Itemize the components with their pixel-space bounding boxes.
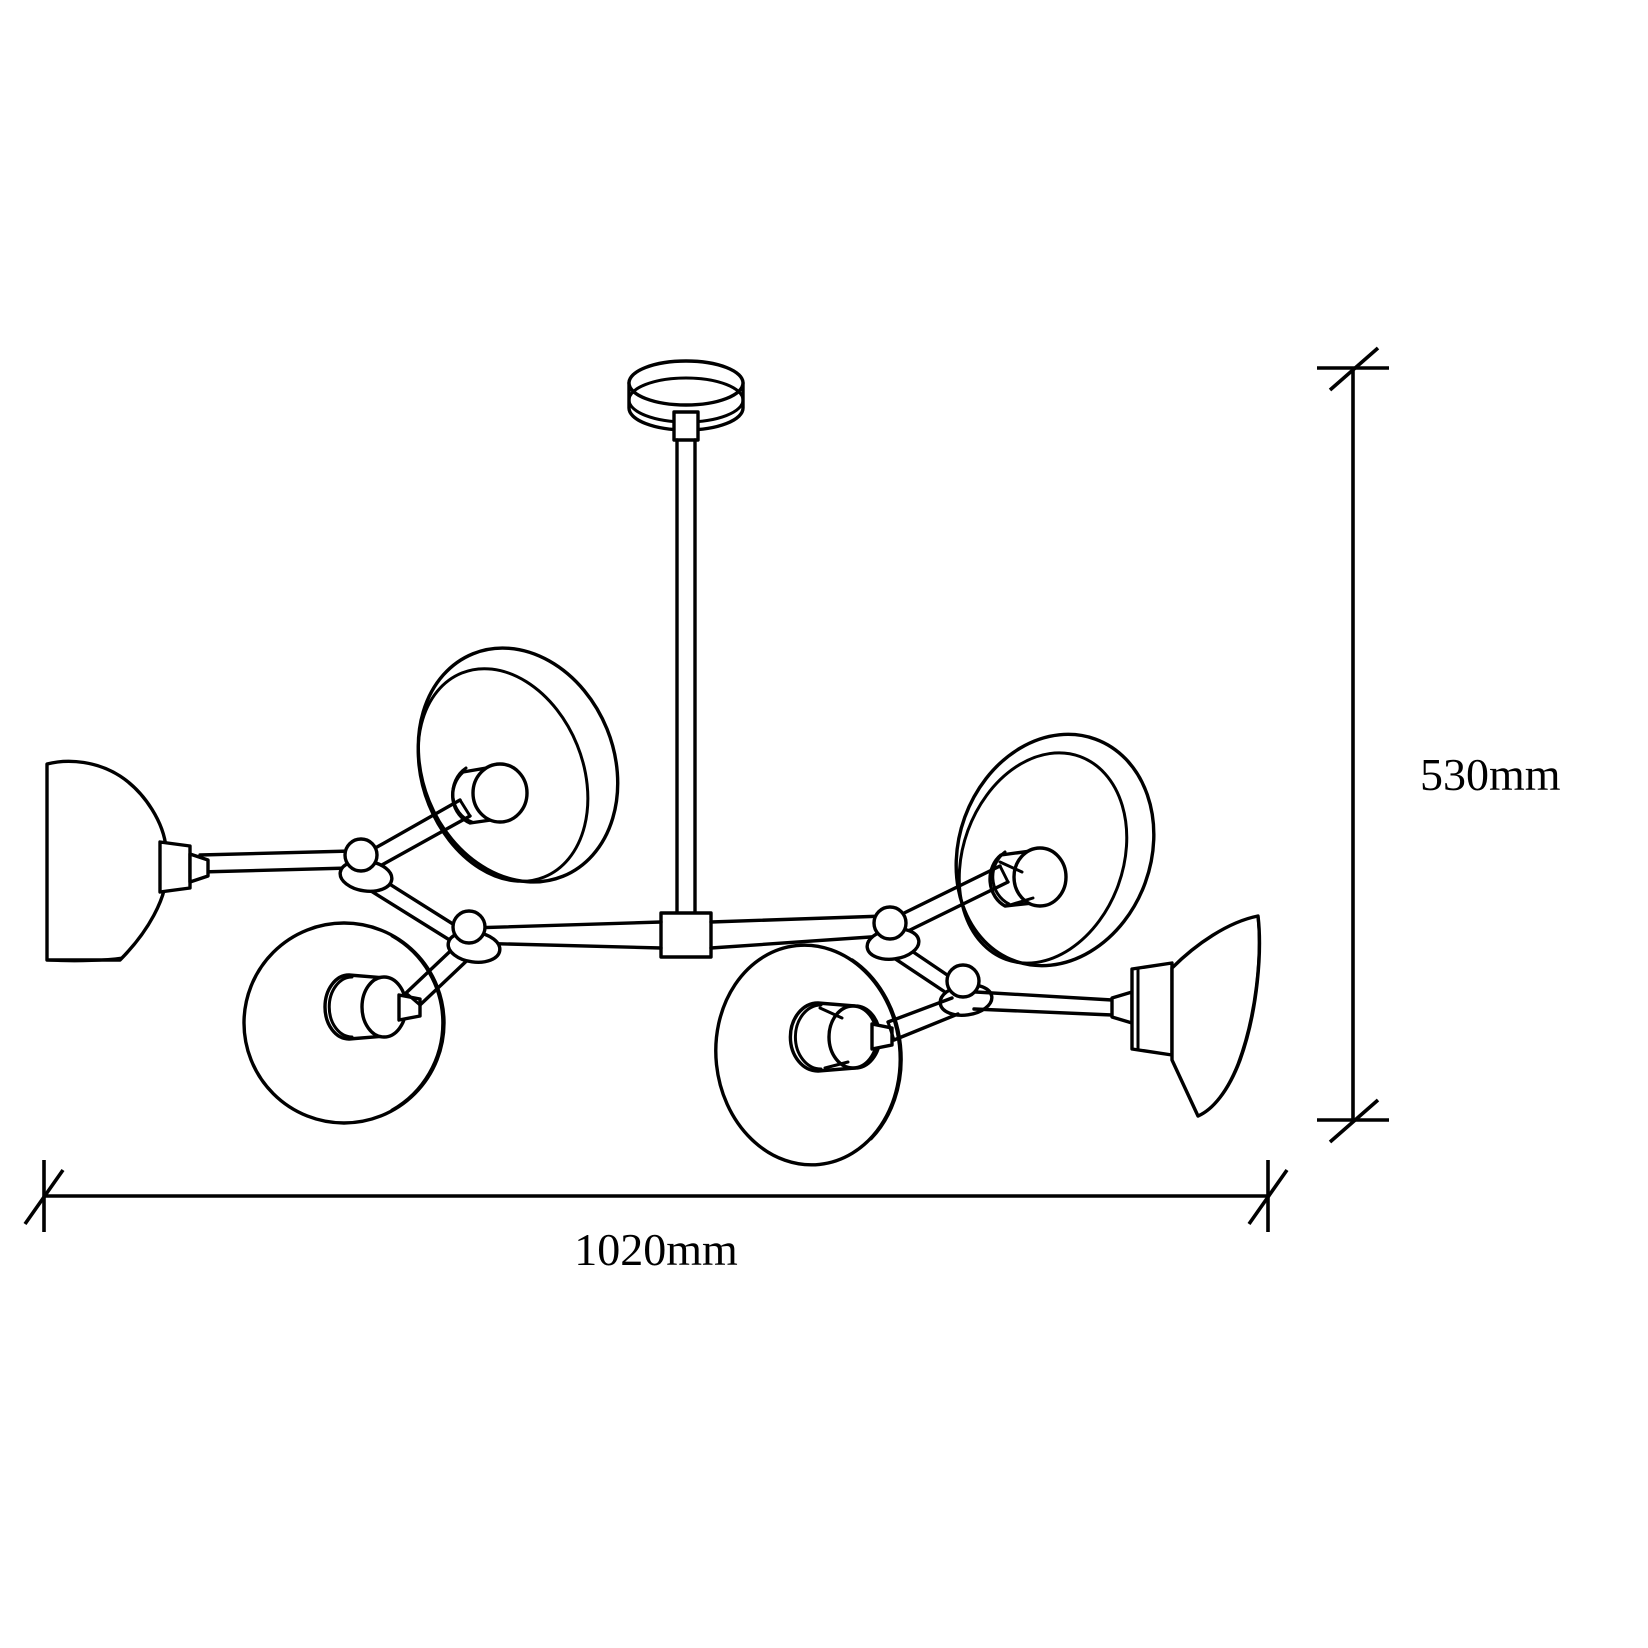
shade-lower-left: [242, 921, 446, 1125]
ceiling-canopy: [627, 359, 745, 432]
dimension-height: 530mm: [1317, 346, 1561, 1144]
arm-upper-right: [896, 864, 1010, 934]
shade-upper-left: [416, 646, 620, 884]
arm-lower-right: [886, 996, 960, 1042]
dimension-width-label: 1020mm: [574, 1224, 738, 1275]
dimension-width: 1020mm: [23, 1160, 1289, 1275]
center-junction-block: [659, 911, 713, 959]
shade-lower-right: [714, 943, 903, 1167]
joint-right-upper: [865, 905, 921, 961]
shade-far-left: [45, 759, 210, 963]
dimension-height-label: 530mm: [1420, 749, 1561, 800]
drop-rod: [675, 438, 697, 915]
shade-far-right: [1110, 914, 1262, 1118]
joint-left-upper: [338, 837, 394, 893]
arm-far-right: [972, 990, 1114, 1017]
stem-collar: [672, 410, 700, 442]
arm-upper-left: [368, 798, 472, 868]
joint-left-lower: [446, 909, 502, 964]
horizontal-cross-bar: [468, 914, 887, 950]
arm-far-left: [198, 849, 354, 874]
shade-upper-right: [954, 732, 1156, 968]
